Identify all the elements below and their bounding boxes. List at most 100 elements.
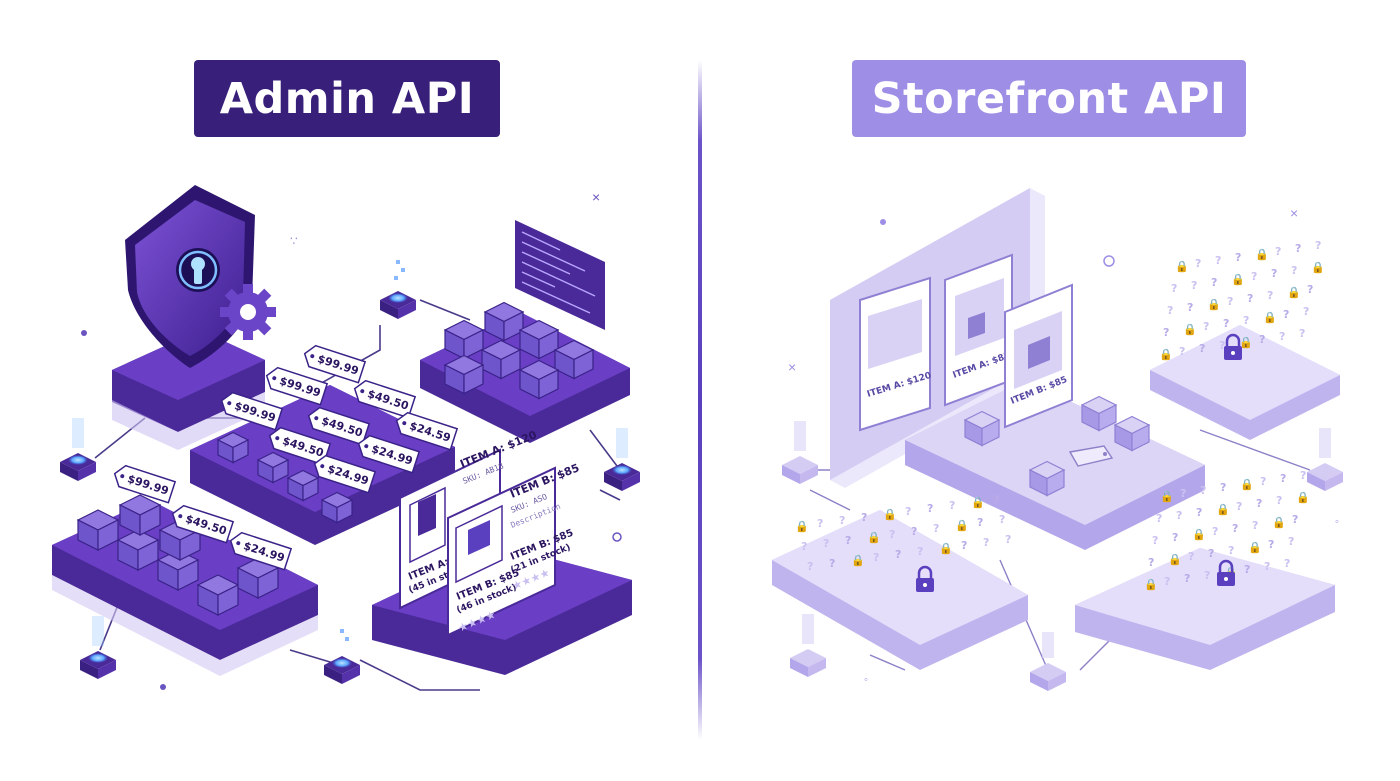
svg-text:?: ?: [1156, 512, 1162, 525]
svg-text:?: ?: [1184, 572, 1190, 585]
cube-icon: [480, 339, 522, 380]
svg-text:🔒: 🔒: [1287, 286, 1301, 299]
lock-icon: [916, 333, 1242, 592]
svg-text:?: ?: [933, 522, 939, 535]
cube-icon: [76, 509, 120, 551]
storefront-product-card-2: ITEM A: $85: [944, 253, 1013, 407]
cube-icon: [320, 491, 354, 524]
cube-icon: [1028, 460, 1066, 497]
svg-text:?: ?: [1195, 257, 1201, 270]
svg-text:?: ?: [1204, 569, 1210, 582]
svg-text:🔒: 🔒: [1296, 491, 1310, 504]
storefront-decor: × × ◦ ◦: [788, 205, 1339, 686]
svg-text:🔒: 🔒: [851, 554, 865, 567]
svg-text:🔒: 🔒: [1175, 260, 1189, 273]
shield-lock-icon: [125, 185, 255, 368]
svg-text:?: ?: [1220, 481, 1226, 494]
price-tag-icon: [1068, 445, 1114, 467]
cube-icon: [518, 359, 560, 400]
cube-icon: [553, 339, 595, 380]
svg-text:?: ?: [977, 516, 983, 529]
svg-text:?: ?: [817, 517, 823, 530]
cube-icon: [518, 319, 560, 360]
storefront-product-card-3: ITEM B: $85: [1004, 283, 1073, 429]
svg-text:?: ?: [1163, 326, 1169, 339]
svg-text:×: ×: [788, 359, 796, 375]
svg-text:?: ?: [1259, 333, 1265, 346]
svg-text:?: ?: [829, 557, 835, 570]
svg-text:?: ?: [861, 511, 867, 524]
lock-icon: [1217, 559, 1235, 586]
svg-text:?: ?: [1276, 494, 1282, 507]
admin-product-card-b: ITEM B: $85 SKU: ASO Description ITEM B:…: [447, 461, 581, 637]
svg-text:?: ?: [1227, 295, 1233, 308]
svg-text:?: ?: [1268, 538, 1274, 551]
svg-text:?: ?: [1167, 304, 1173, 317]
lock-icon: [1224, 333, 1242, 360]
svg-text:?: ?: [1260, 475, 1266, 488]
svg-text:?: ?: [1176, 509, 1182, 522]
svg-text:🔒: 🔒: [1168, 553, 1182, 566]
svg-text:?: ?: [993, 493, 999, 506]
cube-icon: [1080, 395, 1118, 432]
svg-text:?: ?: [1288, 535, 1294, 548]
cube-icon: [116, 529, 160, 571]
cube-icon: [286, 469, 320, 502]
svg-text:?: ?: [1228, 544, 1234, 557]
svg-text:?: ?: [1264, 560, 1270, 573]
svg-text:?: ?: [1283, 308, 1289, 321]
svg-text:?: ?: [1188, 550, 1194, 563]
svg-text:🔒: 🔒: [1144, 578, 1158, 591]
svg-text:🔒: 🔒: [939, 542, 953, 555]
server-node-icon: [60, 260, 640, 684]
svg-text:×: ×: [1290, 205, 1298, 221]
svg-text:?: ?: [1223, 317, 1229, 330]
svg-text:?: ?: [807, 560, 813, 573]
svg-text:🔒: 🔒: [1239, 336, 1253, 349]
svg-text:🔒: 🔒: [1263, 311, 1277, 324]
svg-text:?: ?: [1171, 282, 1177, 295]
question-mark-icon: 🔒???🔒??????🔒???🔒??🔒???🔒??🔒???🔒??🔒???🔒???…: [795, 239, 1325, 591]
svg-text:?: ?: [1243, 314, 1249, 327]
svg-text:?: ?: [961, 539, 967, 552]
cube-icon: [443, 301, 595, 400]
svg-text:🔒: 🔒: [1240, 478, 1254, 491]
locked-platform-top-right: [1150, 325, 1340, 440]
gear-icon: [220, 284, 276, 340]
cube-icon: [256, 451, 290, 484]
svg-text:🔒: 🔒: [1216, 503, 1230, 516]
price-tag: $99.99: [265, 366, 329, 406]
svg-text:?: ?: [1212, 525, 1218, 538]
svg-text:?: ?: [983, 536, 989, 549]
svg-text:🔒: 🔒: [883, 508, 897, 521]
svg-text:🔒: 🔒: [1272, 516, 1286, 529]
svg-text:?: ?: [801, 540, 807, 553]
svg-text:?: ?: [823, 537, 829, 550]
cube-icon: [443, 319, 485, 360]
svg-text:?: ?: [845, 534, 851, 547]
svg-text:🔒: 🔒: [795, 520, 809, 533]
storefront-product-card-1: ITEM A: $120: [859, 276, 933, 432]
svg-text:?: ?: [1148, 556, 1154, 569]
svg-text:🔒: 🔒: [1231, 273, 1245, 286]
svg-text:?: ?: [1244, 563, 1250, 576]
svg-text:?: ?: [1152, 534, 1158, 547]
svg-text:?: ?: [911, 525, 917, 538]
svg-text:?: ?: [1291, 264, 1297, 277]
svg-text:?: ?: [1256, 497, 1262, 510]
svg-text:🔒: 🔒: [1192, 528, 1206, 541]
lock-icon: [916, 565, 934, 592]
svg-text:🔒: 🔒: [1183, 323, 1197, 336]
locked-platform-bottom-left: [772, 510, 1028, 670]
cube-icon: [483, 301, 525, 342]
svg-text:🔒: 🔒: [1255, 248, 1269, 261]
storefront-server-nodes: [782, 421, 1343, 691]
svg-text:?: ?: [1235, 251, 1241, 264]
decor-sparkles: × ∵: [81, 189, 622, 690]
svg-text:?: ?: [1236, 500, 1242, 513]
svg-text:?: ?: [1211, 276, 1217, 289]
svg-text:🔒: 🔒: [971, 496, 985, 509]
cube-icon: [216, 431, 250, 464]
svg-text:?: ?: [1172, 531, 1178, 544]
